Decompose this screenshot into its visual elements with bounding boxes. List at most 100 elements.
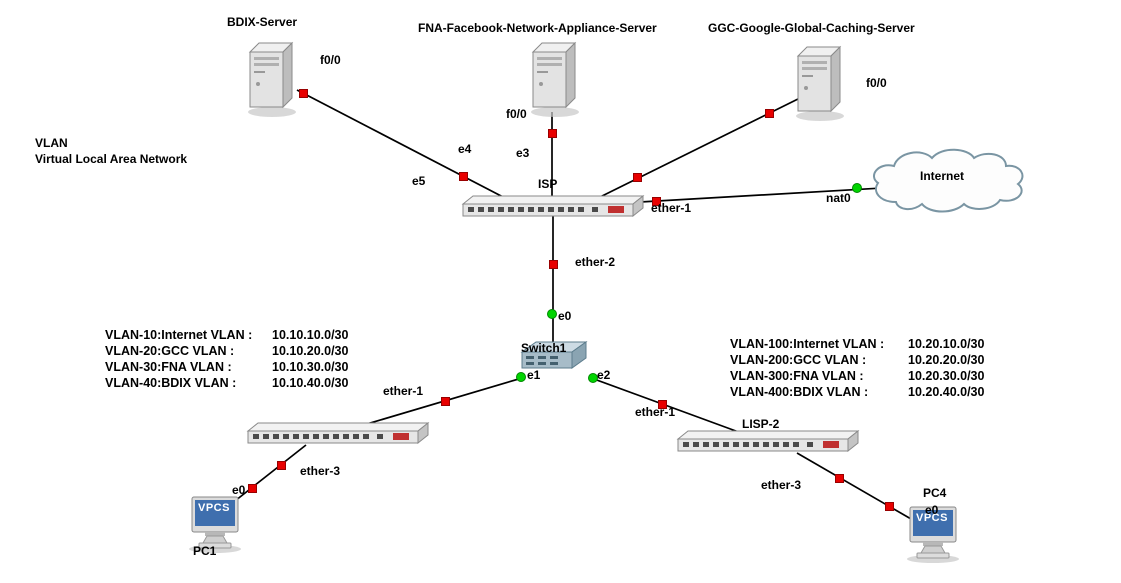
vlan-name: VLAN-200:GCC VLAN : [730,353,867,367]
link-status-stopped-marker [652,197,661,206]
vlan-subnet: 10.20.10.0/30 [908,337,985,351]
vlan-subnet: 10.10.20.0/30 [272,344,349,358]
interface-label-lisp1-ether-1: ether-1 [383,384,424,398]
node-label-internet: Internet [920,169,965,183]
vlan-row: VLAN-400:BDIX VLAN : 10.20.40.0/30 [730,384,984,400]
link-status-active-marker [516,372,526,382]
vlan-title-annotation: VLAN Virtual Local Area Network [35,135,187,167]
link-status-stopped-marker [277,461,286,470]
vlan-subnet: 10.10.40.0/30 [272,376,349,390]
vpcs-computer-icon [907,506,959,563]
node-isp-router[interactable] [460,192,645,227]
link-status-stopped-marker [658,400,667,409]
vlan-subnet: 10.10.30.0/30 [272,360,349,374]
link-status-active-marker [547,309,557,319]
cloud-icon [873,148,1024,213]
vlan-name: VLAN-10:Internet VLAN : [105,328,253,342]
node-pc4[interactable]: VPCS [903,505,963,568]
node-label-bdix-server: BDIX-Server [227,15,298,29]
node-pc1[interactable]: VPCS [185,495,245,558]
vlan-table-left: VLAN-10:Internet VLAN : 10.10.10.0/30 VL… [105,327,348,391]
node-bdix-server[interactable] [245,40,297,123]
switch-icon [520,341,588,369]
router-icon [246,421,430,445]
vlan-row: VLAN-10:Internet VLAN : 10.10.10.0/30 [105,327,348,343]
vlan-row: VLAN-30:FNA VLAN : 10.10.30.0/30 [105,359,348,375]
interface-label-lisp2-ether-1: ether-1 [635,405,676,419]
link-status-active-marker [588,373,598,383]
interface-label-isp-ether-2: ether-2 [575,255,616,269]
vlan-name: VLAN-20:GCC VLAN : [105,344,235,358]
pc1-screen-label: VPCS [198,502,230,514]
interface-label-lisp1-ether-3: ether-3 [300,464,341,478]
vpcs-computer-icon [189,496,241,553]
link-switch1-lisp2[interactable] [593,378,756,439]
interface-label-isp-e4: e4 [458,142,472,156]
vlan-name: VLAN-30:FNA VLAN : [105,360,232,374]
vlan-subnet: 10.20.40.0/30 [908,385,985,399]
node-label-switch1: Switch1 [521,341,567,355]
link-status-stopped-marker [633,173,642,182]
node-fna-server[interactable] [528,40,580,123]
link-status-stopped-marker [835,474,844,483]
interface-label-internet-nat0: nat0 [826,191,851,205]
vlan-subnet: 10.20.20.0/30 [908,353,985,367]
link-status-stopped-marker [441,397,450,406]
vlan-row: VLAN-100:Internet VLAN : 10.20.10.0/30 [730,336,984,352]
link-status-stopped-marker [248,484,257,493]
node-label-fna-server: FNA-Facebook-Network-Appliance-Server [418,21,657,35]
vlan-subnet: 10.10.10.0/30 [272,328,349,342]
interface-label-isp-ether-1: ether-1 [651,201,692,215]
interface-label-isp-e3: e3 [516,146,530,160]
node-label-lisp2: LISP-2 [742,417,780,431]
node-lisp2-router[interactable] [675,427,860,462]
interface-label-ggc-f0-0: f0/0 [866,76,887,90]
vlan-name: VLAN-40:BDIX VLAN : [105,376,237,390]
vlan-row: VLAN-40:BDIX VLAN : 10.10.40.0/30 [105,375,348,391]
vlan-subnet: 10.20.30.0/30 [908,369,985,383]
link-status-stopped-marker [299,89,308,98]
interface-label-fna-f0-0: f0/0 [506,107,527,121]
link-switch1-lisp1[interactable] [349,377,523,430]
router-icon [461,194,645,218]
link-bdix-isp[interactable] [296,89,506,199]
vlan-name: VLAN-300:FNA VLAN : [730,369,864,383]
vlan-row: VLAN-20:GCC VLAN : 10.10.20.0/30 [105,343,348,359]
link-status-stopped-marker [885,502,894,511]
interface-label-switch1-e1: e1 [527,368,541,382]
link-status-active-marker [852,183,862,193]
interface-label-lisp2-ether-3: ether-3 [761,478,802,492]
vlan-row: VLAN-200:GCC VLAN : 10.20.20.0/30 [730,352,984,368]
link-status-stopped-marker [765,109,774,118]
node-label-pc4: PC4 [923,486,947,500]
node-ggc-server[interactable] [793,44,845,127]
node-label-isp: ISP [538,177,558,191]
interface-label-pc4-e0: e0 [925,503,939,517]
node-label-ggc-server: GGC-Google-Global-Caching-Server [708,21,915,35]
server-icon [796,45,844,121]
node-internet-cloud[interactable] [868,146,1028,225]
link-lisp1-pc1[interactable] [225,444,307,509]
server-icon [531,41,579,117]
interface-label-switch1-e2: e2 [597,368,611,382]
link-status-stopped-marker [459,172,468,181]
vlan-table-right: VLAN-100:Internet VLAN : 10.20.10.0/30 V… [730,336,984,400]
annotation-subtitle: Virtual Local Area Network [35,152,188,167]
node-switch1[interactable] [518,338,590,379]
interface-label-pc1-e0: e0 [232,483,246,497]
link-status-stopped-marker [548,129,557,138]
interface-label-bdix-f0-0: f0/0 [320,53,341,67]
pc4-screen-label: VPCS [916,512,948,524]
node-label-pc1: PC1 [193,544,217,558]
annotation-title: VLAN [35,136,68,150]
router-icon [676,429,860,453]
node-lisp1-router[interactable] [245,419,430,454]
interface-label-switch1-e0: e0 [558,309,572,323]
server-icon [248,41,296,117]
link-status-stopped-marker [549,260,558,269]
interface-label-isp-e5: e5 [412,174,426,188]
vlan-name: VLAN-100:Internet VLAN : [730,337,885,351]
link-lisp2-pc4[interactable] [796,452,919,524]
vlan-name: VLAN-400:BDIX VLAN : [730,385,869,399]
